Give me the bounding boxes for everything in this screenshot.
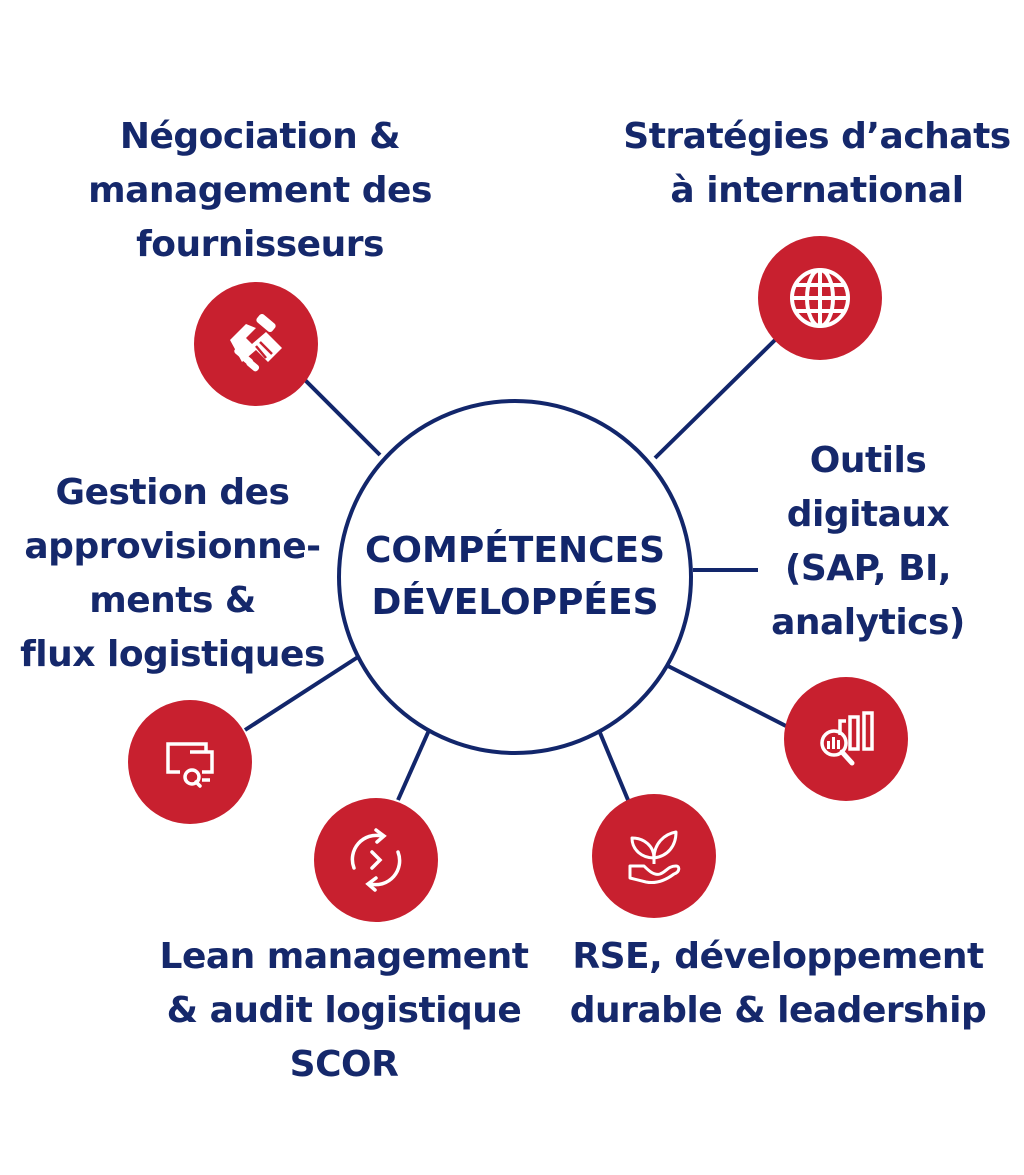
node-negociation [194, 282, 318, 406]
label-line: RSE, développement [572, 936, 984, 977]
label-lean: Lean management & audit logistique SCOR [146, 930, 542, 1092]
connector-analytics [667, 664, 787, 728]
label-line: flux logistiques [20, 634, 325, 675]
label-negociation: Négociation & management des fournisseur… [70, 110, 450, 272]
label-line: durable & leadership [569, 990, 987, 1031]
label-line: management des [88, 170, 432, 211]
analytics-magnifier-icon [820, 711, 874, 766]
label-line: approvisionne- [24, 526, 321, 567]
screen-search-icon [166, 742, 214, 788]
label-line: Stratégies d’achats [623, 116, 1011, 157]
center-title-line-1: COMPÉTENCES [364, 530, 666, 571]
connector-negociation [298, 373, 382, 457]
globe-icon [790, 268, 850, 328]
label-line: (SAP, BI, [784, 548, 952, 589]
label-line: ments & [89, 580, 256, 621]
label-rse: RSE, développement durable & leadership [558, 930, 998, 1038]
handshake-icon [230, 313, 282, 372]
node-analytics [784, 677, 908, 801]
label-line: fournisseurs [136, 224, 384, 265]
label-line: Gestion des [55, 472, 290, 513]
label-line: SCOR [289, 1044, 399, 1085]
label-line: analytics) [771, 602, 965, 643]
connector-lean [396, 727, 432, 801]
cycle-arrows-icon [350, 828, 402, 892]
node-rse [592, 794, 716, 918]
center-title-line-2: DÉVELOPPÉES [371, 582, 659, 623]
label-line: Négociation & [119, 116, 401, 157]
connector-rse [596, 727, 630, 801]
node-approvisionnements [128, 700, 252, 824]
label-line: & audit logistique [166, 990, 522, 1031]
label-line: à international [670, 170, 964, 211]
label-approvisionnements: Gestion des approvisionne- ments & flux … [0, 466, 345, 682]
label-line: digitaux [786, 494, 950, 535]
label-line: Outils [809, 440, 927, 481]
label-line: Lean management [159, 936, 530, 977]
label-outils: Outils digitaux (SAP, BI, analytics) [758, 434, 978, 650]
connector-strategies [653, 338, 777, 460]
center-circle: COMPÉTENCES DÉVELOPPÉES [337, 399, 693, 755]
node-lean [314, 798, 438, 922]
connector-approvisionnements [243, 655, 360, 732]
label-strategies: Stratégies d’achats à international [612, 110, 1022, 218]
plant-hand-icon [628, 830, 681, 884]
node-strategies [758, 236, 882, 360]
